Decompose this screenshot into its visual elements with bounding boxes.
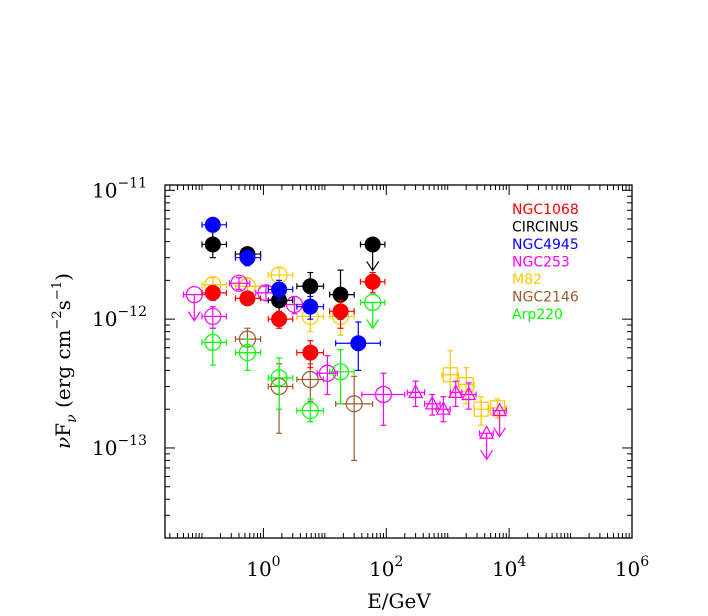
data-point	[204, 236, 221, 253]
upper-limit-arrowhead	[366, 319, 380, 330]
legend-entry: NGC2146	[512, 290, 579, 306]
data-point	[479, 425, 495, 439]
legend-entry: NGC1068	[512, 202, 579, 218]
data-point	[424, 395, 440, 410]
data-point	[473, 401, 489, 417]
series-ngc1068	[201, 271, 386, 369]
data-point	[270, 369, 288, 387]
y-tick-label: 10−13	[92, 433, 147, 460]
data-point	[239, 249, 256, 266]
data-point	[350, 335, 367, 352]
series-ngc253-h-e-s-s	[406, 380, 508, 461]
upper-limit-arrowhead	[366, 261, 380, 272]
data-point	[490, 400, 506, 416]
y-axis-label: νFν (erg cm−2s−1)	[50, 273, 80, 449]
upper-limit-arrowhead	[480, 449, 494, 461]
data-point	[204, 333, 222, 351]
y-tick-label: 10−12	[92, 304, 147, 331]
plot-frame	[164, 184, 633, 539]
y-tick-label: 10−11	[92, 175, 147, 202]
y-axis-label-group: νFν (erg cm−2s−1)	[50, 273, 80, 449]
series-m82-veritas	[441, 349, 507, 426]
series-ngc4945	[201, 216, 381, 372]
data-point	[345, 395, 363, 413]
x-tick-label: 106	[615, 554, 649, 581]
data-point	[302, 278, 319, 295]
data-point	[461, 386, 477, 401]
legend-entry: NGC4945	[512, 237, 579, 253]
axis-ticks	[165, 185, 633, 539]
data-point	[285, 295, 304, 314]
tick-labels: 100 102 104 106 10−11 10−12 10−13	[92, 175, 649, 581]
data-point	[271, 311, 288, 328]
data-point	[301, 402, 319, 420]
data-point	[204, 284, 221, 301]
legend-entry: Arp220	[512, 307, 563, 323]
x-axis-label: E/GeV	[367, 589, 431, 613]
legend-entry: M82	[512, 272, 542, 288]
data-points	[182, 216, 508, 462]
data-point	[238, 343, 257, 362]
data-point	[301, 370, 319, 389]
data-point	[204, 216, 221, 233]
data-point	[331, 363, 350, 381]
data-point	[239, 290, 256, 307]
legend: NGC1068CIRCINUSNGC4945NGC253M82NGC2146Ar…	[512, 202, 579, 323]
upper-limit-arrowhead	[187, 311, 201, 322]
data-point	[364, 293, 382, 311]
data-point	[364, 273, 381, 290]
series-arp220	[201, 293, 386, 423]
x-tick-label: 102	[369, 554, 403, 581]
data-point	[332, 303, 349, 320]
legend-entry: CIRCINUS	[512, 220, 579, 236]
data-point	[230, 274, 248, 292]
data-point	[442, 367, 458, 383]
data-point	[302, 298, 319, 315]
data-point	[448, 384, 464, 398]
data-point	[318, 364, 336, 382]
data-point	[374, 385, 393, 404]
x-tick-label: 104	[492, 554, 526, 581]
data-point	[271, 281, 288, 298]
data-point	[492, 402, 508, 417]
data-point	[204, 307, 222, 326]
upper-limit-arrowhead	[493, 427, 507, 438]
data-point	[408, 384, 424, 398]
x-tick-label: 100	[246, 554, 280, 581]
series-circinus	[201, 230, 386, 320]
legend-entry: NGC253	[512, 255, 570, 271]
data-point	[435, 400, 451, 415]
data-point	[302, 344, 319, 361]
data-point	[364, 236, 381, 253]
